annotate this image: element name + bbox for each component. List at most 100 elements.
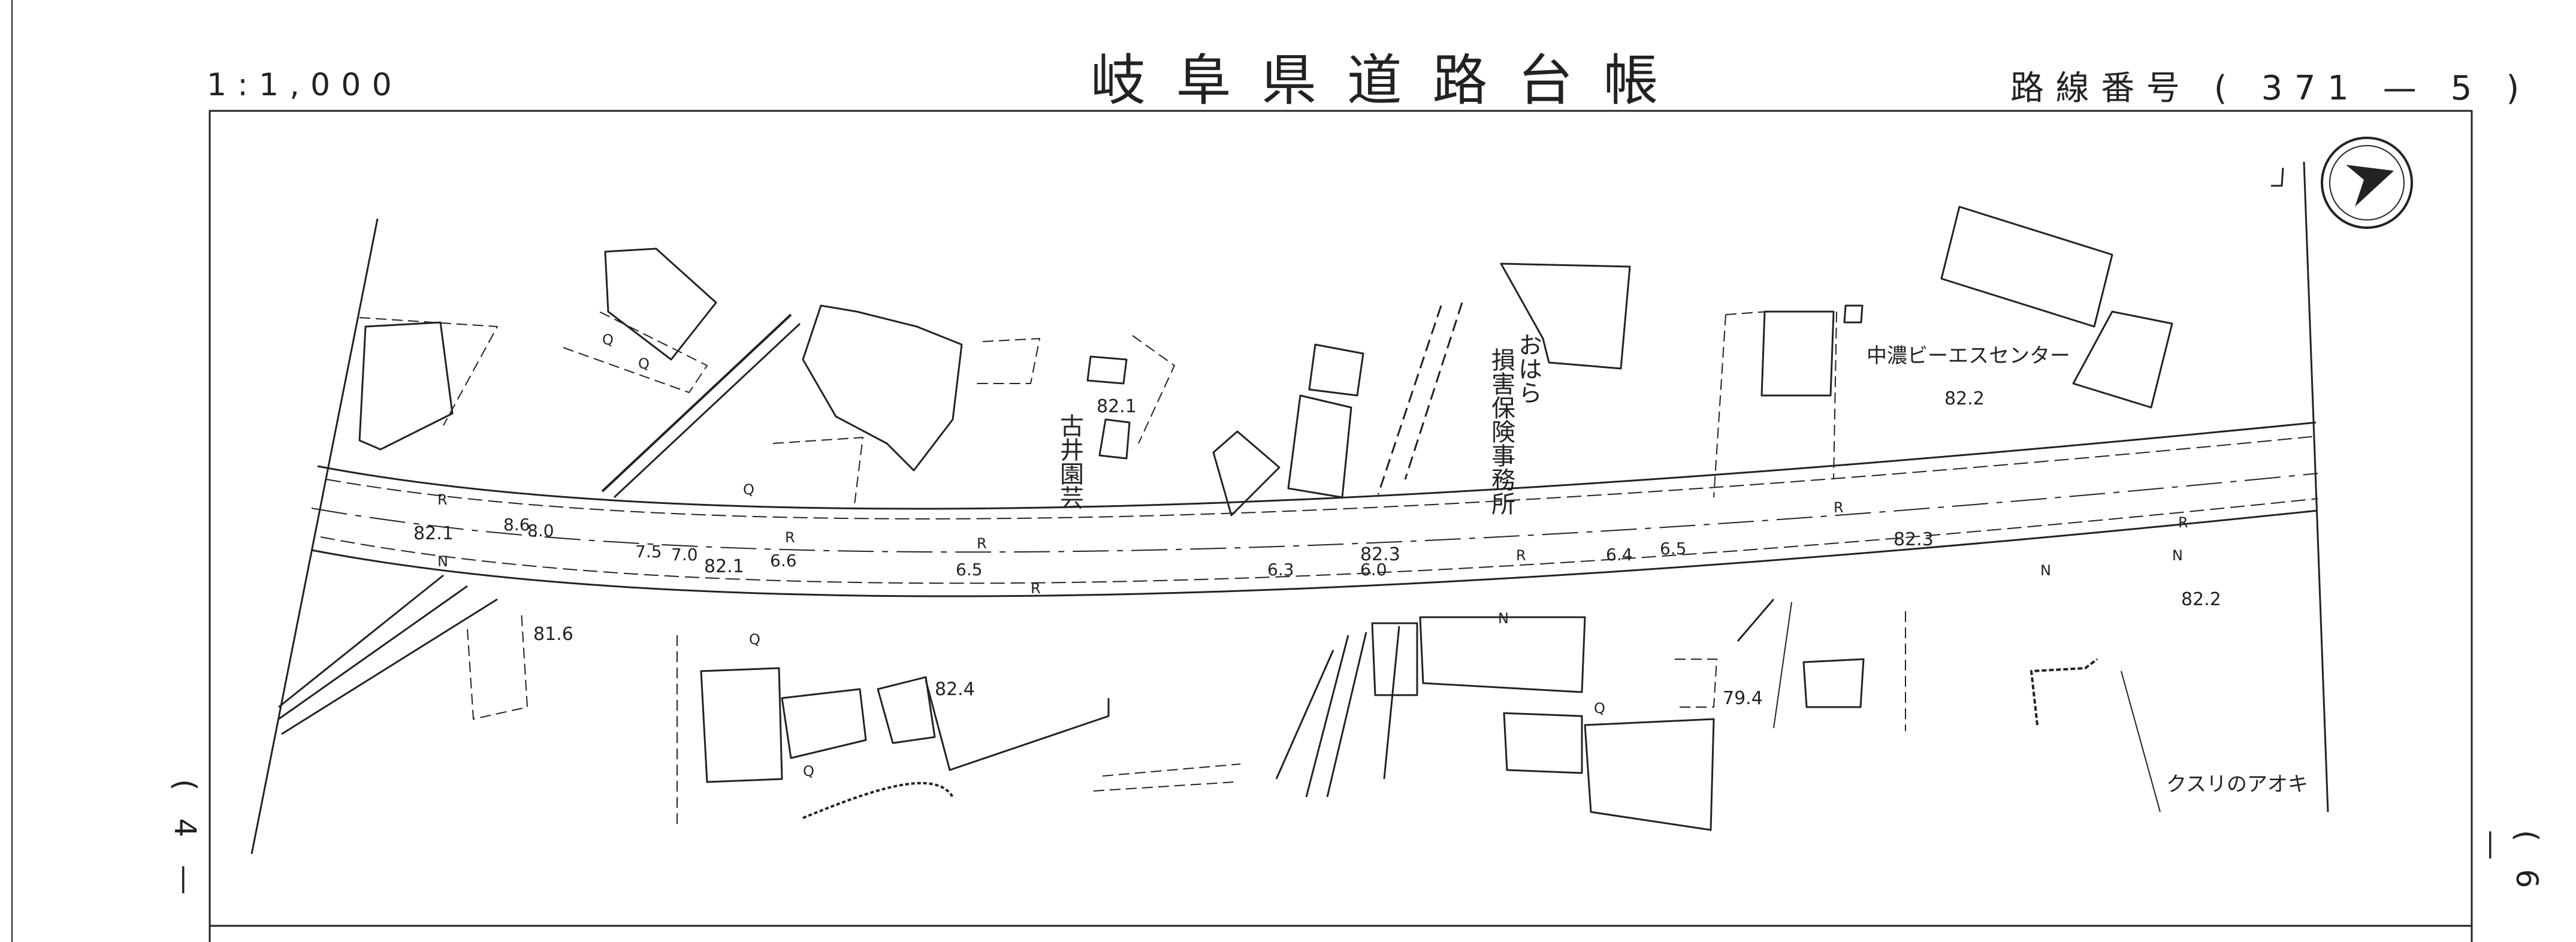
parcel-line-8 (467, 611, 528, 720)
parcel-line-14 (1093, 781, 1235, 792)
route-number: 路線番号 ( 371 — 5 ) (2010, 69, 2531, 108)
road-edge-south (311, 509, 2318, 597)
side-road-edge-b (278, 585, 468, 720)
map-frame (209, 110, 2473, 927)
side-road-edge-c (278, 574, 444, 708)
road-mark-q: Q (602, 331, 614, 348)
elevation-label: 82.2 (1944, 388, 1985, 409)
building-s-1 (700, 667, 783, 783)
road-mark-r: R (1834, 499, 1844, 516)
road-mark-q: Q (803, 763, 814, 780)
width-label: 8.0 (527, 521, 554, 541)
width-label: 6.5 (956, 560, 983, 579)
road-mark-q: Q (743, 481, 754, 498)
elevation-label: 82.3 (1360, 544, 1400, 565)
wall-south-1 (925, 680, 1110, 771)
width-label: 6.4 (1606, 545, 1633, 564)
road-mark-r: R (1516, 547, 1526, 564)
building-n-6 (1212, 430, 1281, 517)
road-mark-q: Q (749, 631, 760, 648)
parcel-line-7 (1833, 311, 1837, 480)
elevation-label: 82.2 (2181, 589, 2221, 610)
parking-slant-a (1737, 599, 1775, 642)
sidewalk-line-south (320, 498, 2318, 584)
fence-south-east (2030, 658, 2098, 726)
width-label: 6.0 (1360, 560, 1387, 579)
cross-road-south-d (1275, 650, 1334, 780)
road-edge-north (317, 421, 2317, 510)
parcel-line-13 (1102, 763, 1241, 777)
elevation-label: 82.1 (413, 523, 454, 544)
fence-line-east (2121, 671, 2161, 813)
building-n-8 (1287, 394, 1352, 499)
width-label: 8.6 (503, 515, 530, 535)
width-label: 6.6 (770, 551, 797, 570)
parcel-line-3 (977, 338, 1040, 384)
parcel-line-11 (1675, 659, 1717, 708)
parcel-line-5 (1713, 314, 1726, 498)
building-s-2 (781, 688, 867, 759)
label-kusuri-aoki: クスリのアオキ (2166, 772, 2308, 796)
parcel-line-2 (563, 311, 708, 393)
area-boundary-tick (2271, 167, 2284, 187)
cross-road-south-b (1326, 632, 1367, 798)
elevation-label: 82.1 (704, 556, 744, 577)
elevation-label: 82.4 (935, 679, 975, 700)
width-label: 6.5 (1660, 539, 1687, 558)
parcel-line-10 (772, 437, 863, 510)
diagonal-road-edge-b (613, 322, 801, 499)
building-n-10 (1760, 310, 1835, 397)
road-mark-n: N (437, 553, 448, 570)
map-title: 岐阜県道路台帳 (1091, 49, 1689, 113)
cross-road-south-c (1383, 626, 1400, 780)
width-label: 7.0 (671, 545, 698, 564)
building-n-4 (1086, 355, 1128, 385)
elevation-label: 82.1 (1097, 396, 1137, 417)
map-scale: 1:1,000 (207, 67, 403, 103)
cross-road-south-a (1305, 635, 1349, 798)
sidewalk-line-north (326, 436, 2317, 520)
building-s-3 (877, 676, 936, 744)
label-chuno-bs: 中濃ビーエスセンター (1867, 344, 2070, 368)
width-label: 7.5 (635, 542, 662, 561)
area-boundary-left (250, 218, 379, 855)
cross-road-edge-b (1404, 302, 1463, 480)
building-n-7 (1308, 343, 1364, 397)
building-nw-1 (358, 321, 454, 451)
building-s-7 (1584, 718, 1715, 831)
label-furui-engei: 古井園芸 (1056, 413, 1083, 509)
building-s-8 (1802, 658, 1865, 708)
adjacent-sheet-right: ( 6 — (2475, 830, 2544, 898)
road-centerline (311, 473, 2318, 553)
north-arrow-icon (2321, 137, 2413, 229)
road-mark-n: N (2172, 547, 2183, 564)
fence-curve (802, 781, 954, 819)
elevation-label: 79.4 (1723, 688, 1763, 709)
label-ohara: おはら (1514, 333, 1542, 404)
building-s-5 (1419, 616, 1586, 693)
building-ne-11 (1940, 206, 2113, 328)
building-n-9 (1500, 262, 1631, 370)
building-ne-12 (2072, 310, 2173, 409)
road-mark-r: R (977, 535, 987, 552)
parcel-line-1 (359, 317, 498, 426)
road-mark-q: Q (638, 355, 650, 372)
parcel-line-4 (1132, 335, 1175, 444)
road-mark-r: R (1031, 580, 1041, 597)
building-ne-small (1843, 304, 1864, 324)
elevation-label: 82.3 (1894, 529, 1934, 550)
road-mark-n: N (2040, 562, 2051, 579)
cross-road-edge-a (1377, 305, 1442, 495)
parcel-line-6 (1725, 311, 1768, 315)
road-mark-n: N (1498, 610, 1509, 627)
building-n-5 (1098, 418, 1131, 460)
elevation-label: 81.6 (533, 624, 573, 645)
road-mark-r: R (785, 529, 795, 546)
label-hoken-jimusho: 損害保険事務所 (1487, 348, 1515, 515)
building-s-4 (1371, 622, 1418, 696)
diagonal-road-edge-a (601, 313, 792, 493)
area-boundary-right (2303, 161, 2329, 813)
road-mark-r: R (2178, 514, 2188, 531)
parking-line (1773, 602, 1792, 729)
